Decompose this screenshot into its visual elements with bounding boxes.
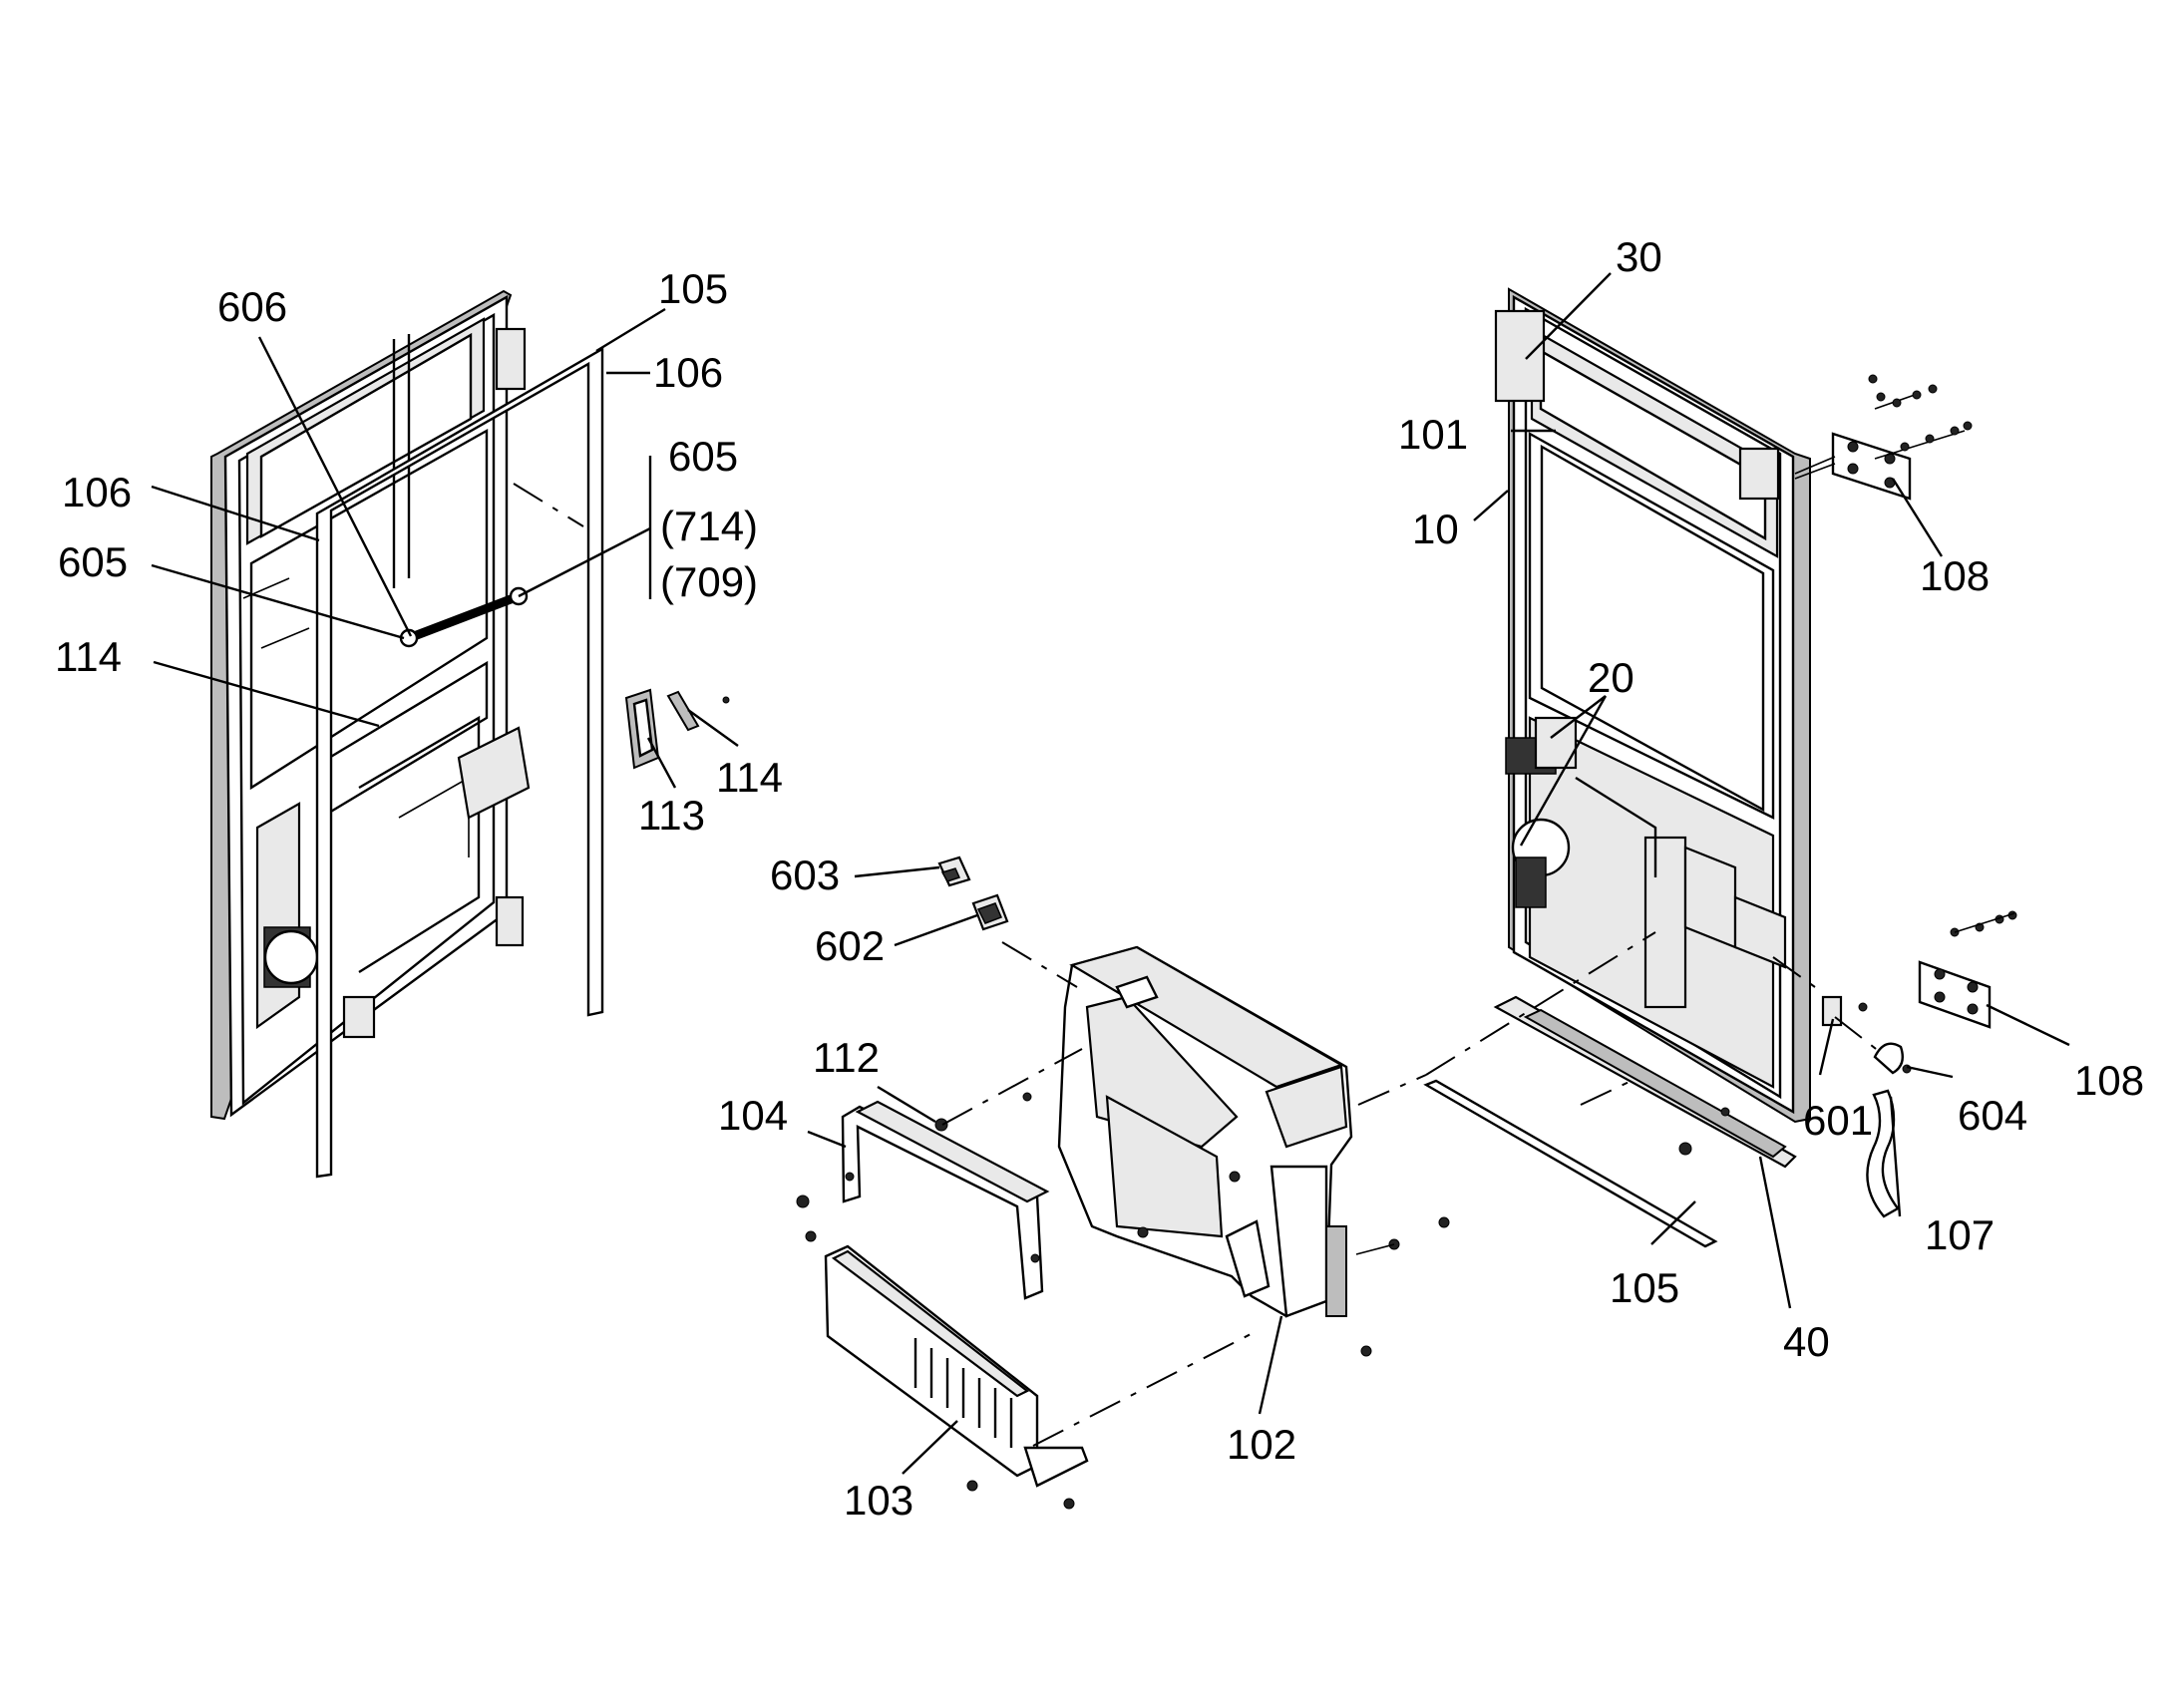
label-603: 603 — [770, 852, 840, 898]
label-605-right: 605 — [668, 433, 738, 480]
label-601: 601 — [1803, 1097, 1873, 1144]
label-113: 113 — [638, 792, 705, 839]
handle-104 — [796, 1092, 1050, 1300]
label-106-right: 106 — [653, 349, 723, 396]
strip-105-bottom — [1423, 1079, 1718, 1248]
rod-605 — [399, 586, 529, 648]
right-door-assembly — [1494, 287, 1811, 1124]
label-606: 606 — [217, 283, 287, 330]
part-40 — [1493, 995, 1797, 1169]
label-605-left: 605 — [58, 538, 128, 585]
part-601 — [1821, 995, 1868, 1027]
label-714: (714) — [660, 503, 758, 549]
label-106-left: 106 — [62, 469, 132, 515]
label-40: 40 — [1783, 1318, 1830, 1365]
label-105-left: 105 — [658, 265, 728, 312]
alignment-lines — [513, 483, 1881, 1447]
label-602: 602 — [815, 922, 885, 969]
label-108-bottom: 108 — [2074, 1057, 2144, 1104]
leader-lines — [151, 272, 2070, 1475]
hinge-108-top — [1794, 374, 1973, 501]
left-door-gasket — [315, 346, 604, 1179]
label-103: 103 — [844, 1477, 913, 1524]
label-10: 10 — [1412, 506, 1459, 552]
part-114-small — [666, 690, 730, 732]
part-604 — [1873, 1042, 1912, 1075]
label-105-bottom: 105 — [1610, 1264, 1679, 1311]
part-603 — [937, 855, 971, 887]
label-104: 104 — [718, 1092, 788, 1139]
label-107: 107 — [1925, 1211, 1995, 1258]
hinge-108-bottom — [1918, 910, 2017, 1029]
label-112: 112 — [813, 1034, 880, 1081]
part-602 — [971, 893, 1009, 931]
cover-103 — [805, 1230, 1089, 1510]
cover-slots — [913, 1338, 1013, 1448]
part-labels: 606 105 106 605 (714) (709) 106 605 114 … — [55, 233, 2144, 1524]
label-709: (709) — [660, 558, 758, 605]
label-604: 604 — [1958, 1092, 2027, 1139]
left-door-assembly — [210, 289, 531, 1121]
screw-112 — [934, 1118, 948, 1132]
label-114-right: 114 — [716, 754, 783, 801]
label-30: 30 — [1616, 233, 1662, 280]
label-20: 20 — [1588, 654, 1635, 701]
label-114-left: 114 — [55, 633, 122, 680]
part-113 — [624, 688, 660, 770]
housing-102 — [1057, 945, 1450, 1357]
label-108-top: 108 — [1920, 552, 1990, 599]
label-101: 101 — [1398, 411, 1468, 458]
label-102: 102 — [1227, 1421, 1296, 1468]
drain-tube-107 — [1866, 1089, 1900, 1218]
